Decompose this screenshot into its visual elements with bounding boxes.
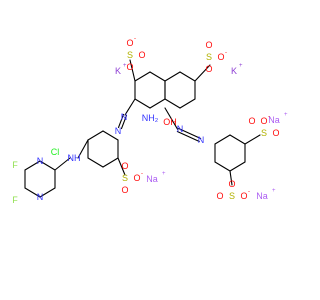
sulfonate-bond — [117, 157, 126, 176]
potassium-ion-right: K — [231, 66, 237, 76]
sulfonate-2-charge: - — [225, 50, 227, 56]
azo-double-bond — [178, 127, 202, 140]
sulfonate-1-oxygen: O — [126, 62, 133, 72]
naphthalene-bond — [164, 98, 181, 109]
amino-group: NH₂ — [142, 113, 159, 123]
sodium-ion-middle: Na — [146, 174, 158, 184]
sulfonate-bond — [244, 134, 261, 145]
sulfonate-bond — [129, 59, 136, 82]
naphthalene-bond — [149, 71, 166, 82]
azo-nitrogen: N — [115, 126, 122, 136]
sulfonate-4-charge: - — [268, 114, 270, 120]
naphthalene-bond — [179, 71, 196, 82]
aryl-ring-bond — [87, 157, 104, 168]
sulfonate-4-oxygen: O — [248, 116, 255, 126]
amine-bond — [77, 139, 89, 159]
azo-double-bond — [176, 130, 200, 143]
sulfonate-4-oxygen: O — [260, 116, 267, 126]
sulfonate-1-sulfur: S — [127, 50, 133, 60]
azo-double-bond — [120, 115, 128, 130]
azo-nitrogen: N — [121, 112, 128, 122]
sulfonate-4-sulfur: S — [261, 128, 267, 138]
naphthalene-bond — [134, 71, 151, 82]
sodium-charge-middle: + — [162, 171, 166, 177]
sulfonate-1-oxygen: O — [138, 50, 145, 60]
sulfonate-5-oxygen: O — [216, 191, 223, 201]
naphthalene-bond — [164, 71, 181, 82]
pyrimidine-bond — [24, 160, 41, 171]
aryl-ring-bond — [87, 130, 104, 141]
sulfonate-3-oxygen: O — [121, 185, 128, 195]
sulfonate-bond — [194, 64, 211, 82]
aryl-ring-bond — [102, 157, 119, 168]
sulfonate-bond — [229, 170, 233, 186]
azo-nitrogen: N — [177, 124, 184, 134]
pyrimidine-nitrogen: N — [37, 192, 44, 202]
sulfonate-5-sulfur: S — [229, 191, 235, 201]
sulfonate-5-oxygen: O — [240, 191, 247, 201]
sodium-charge-bottom: + — [272, 188, 276, 194]
sodium-ion-bottom: Na — [256, 191, 268, 201]
pyrimidine-bond — [24, 187, 41, 198]
azo-bond — [124, 98, 136, 116]
naphthalene-bond — [179, 98, 196, 109]
sulfonate-3-oxygen: O — [133, 173, 140, 183]
sulfonate-2-oxygen: O — [217, 52, 224, 62]
chlorine-atom: Cl — [51, 147, 60, 157]
sulfonate-4-oxygen: O — [272, 128, 279, 138]
sulfonate-3-charge: - — [141, 171, 143, 177]
aryl-ring-bond — [102, 130, 119, 141]
sodium-ion-top: Na — [268, 115, 280, 125]
naphthalene-bond — [149, 98, 166, 109]
aryl-ring-bond — [214, 161, 231, 172]
sulfonate-3-oxygen: O — [121, 161, 128, 171]
fluorine-atom: F — [12, 160, 18, 170]
bond-layer — [24, 59, 261, 198]
azo-nitrogen: N — [198, 135, 205, 145]
azo-bond — [164, 107, 179, 131]
aryl-ring-bond — [229, 134, 246, 145]
potassium-charge-left: + — [123, 63, 127, 69]
azo-double-bond — [117, 113, 125, 128]
sulfonate-2-oxygen: O — [205, 40, 212, 50]
sodium-charge-top: + — [284, 112, 288, 118]
aryl-ring-bond — [214, 134, 231, 145]
pyrimidine-bond — [39, 187, 56, 198]
hydroxyl-group: OH — [163, 117, 177, 127]
pyrimidine-nitrogen: N — [37, 156, 44, 166]
naphthalene-bond — [134, 98, 151, 109]
sulfonate-5-charge: - — [248, 189, 250, 195]
potassium-charge-right: + — [239, 63, 243, 69]
sulfonate-2-oxygen: O — [205, 64, 212, 74]
pyrimidine-bond — [39, 160, 56, 171]
amine-linker: NH — [68, 153, 81, 163]
sulfonate-5-oxygen: O — [228, 179, 235, 189]
aryl-ring-bond — [229, 161, 246, 172]
sulfonate-3-sulfur: S — [122, 173, 128, 183]
potassium-ion-left: K — [115, 66, 121, 76]
sulfonate-1-oxygen: O — [126, 38, 133, 48]
sulfonate-2-sulfur: S — [206, 52, 212, 62]
amine-bond — [54, 157, 71, 171]
fluorine-atom: F — [12, 195, 18, 205]
sulfonate-1-charge: - — [134, 36, 136, 42]
